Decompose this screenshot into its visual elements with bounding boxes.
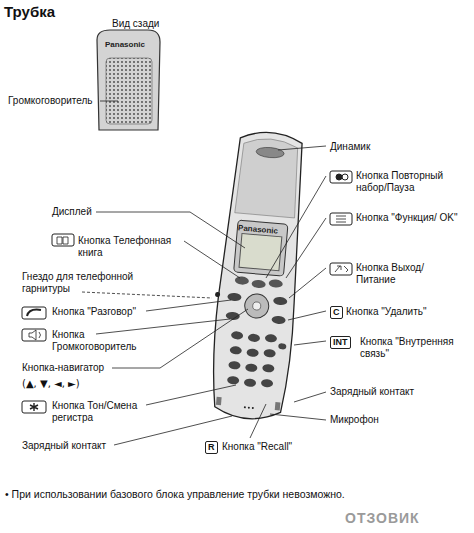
- speaker-grille: [106, 58, 152, 124]
- handset: [205, 129, 310, 422]
- part-label: Зарядный контакт: [22, 440, 106, 452]
- part-label: Кнопка "Recall": [222, 441, 292, 453]
- part-label: Кнопка Телефонная книга: [78, 235, 186, 258]
- back-view: [97, 30, 160, 130]
- part-label: Дисплей: [52, 206, 92, 218]
- part-label: Зарядный контакт: [330, 386, 414, 398]
- watermark: ОТЗОВИК: [345, 510, 420, 526]
- button-icons: [22, 171, 352, 413]
- part-label: Кнопка "Разговор": [52, 306, 136, 318]
- view-label: Вид сзади: [112, 18, 159, 30]
- part-label: Кнопка Повторный набор/Пауза: [356, 170, 464, 193]
- key-icon: C: [330, 306, 343, 319]
- part-label: Кнопка Тон/Смена регистра: [52, 400, 152, 423]
- part-label: Громкоговоритель: [8, 95, 93, 107]
- arrow-keys: (▲, ▼, ◄, ►): [22, 378, 80, 390]
- part-label: Кнопка "Удалить": [346, 306, 427, 318]
- key-icon: R: [205, 441, 218, 454]
- part-label: Кнопка-навигатор: [22, 362, 104, 374]
- note: • При использовании базового блока управ…: [5, 488, 345, 500]
- part-label: Динамик: [330, 141, 370, 153]
- part-label: Кнопка Выход/ Питание: [356, 262, 446, 285]
- part-label: Кнопка "Функция/ OK": [356, 212, 464, 224]
- title: Трубка: [4, 3, 55, 20]
- part-label: Кнопка Громкоговоритель: [52, 329, 152, 352]
- brand-mark: Panasonic: [105, 40, 145, 49]
- key-icon: INT: [330, 336, 351, 349]
- leader-line: [100, 101, 118, 102]
- part-label: Микрофон: [330, 414, 379, 426]
- part-label: Гнездо для телефонной гарнитуры: [22, 271, 152, 294]
- part-label: Кнопка "Внутренняя связь": [360, 336, 470, 359]
